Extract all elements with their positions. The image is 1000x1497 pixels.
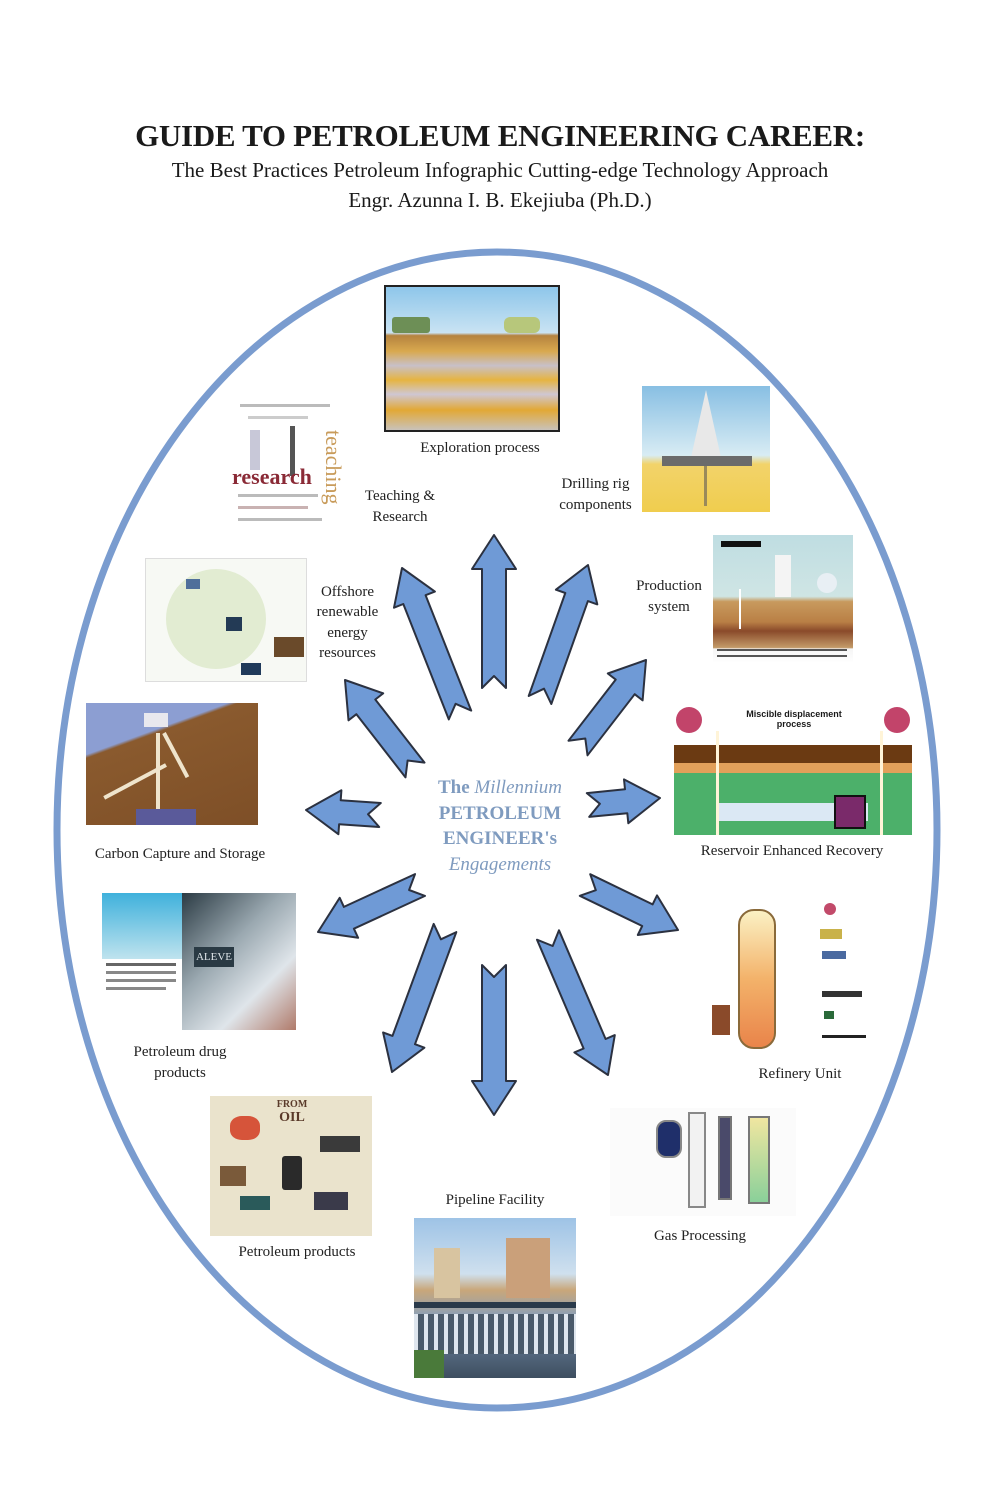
arrow-to-drugs (317, 873, 426, 939)
center-line-1: The Millennium (405, 775, 595, 801)
petroleum-products-label: Petroleum products (238, 1244, 356, 1260)
drug-products-label: Petroleum drug products (110, 1042, 250, 1084)
arrow-to-drilling (527, 564, 599, 705)
label-line: energy (327, 624, 368, 641)
arrow-to-eor (585, 778, 661, 825)
arrow-to-offshore (344, 679, 426, 779)
label-line: system (648, 599, 690, 615)
production-label: Production system (624, 576, 714, 618)
arrow-to-teaching (393, 567, 473, 721)
engagement-ring (53, 248, 941, 1412)
label-line: renewable (316, 604, 379, 621)
arrow-to-pipeline (471, 964, 517, 1116)
derrick-icon (690, 390, 722, 462)
label-line: components (559, 497, 632, 513)
center-line-3: ENGINEER's (442, 828, 558, 850)
offshore-label: Offshore renewable energy resources (305, 582, 390, 663)
carbon-capture-image (86, 703, 258, 825)
gas-processing-label: Gas Processing (653, 1228, 747, 1244)
label-line: Petroleum drug (133, 1044, 227, 1060)
refinery-unit-image (712, 895, 884, 1053)
caption-line: FROM (276, 1099, 308, 1110)
aleve-bottle-label: ALEVE (194, 947, 234, 967)
center-title: The Millennium PETROLEUM ENGINEER's Enga… (405, 775, 595, 878)
caption-line: OIL (279, 1109, 305, 1125)
pipeline-facility-image (414, 1218, 576, 1378)
arrow-to-production (567, 659, 647, 757)
eor-label: Reservoir Enhanced Recovery (700, 843, 884, 859)
from-oil-heading: FROM OIL (268, 1099, 316, 1125)
refinery-label: Refinery Unit (758, 1066, 842, 1082)
label-line: Production (636, 578, 702, 594)
ccs-label: Carbon Capture and Storage (94, 846, 266, 862)
drilling-rig-image (642, 386, 770, 512)
label-line: resources (319, 644, 376, 661)
label-line: Research (372, 509, 428, 525)
center-line-2: PETROLEUM (438, 802, 562, 824)
arrow-to-ccs (305, 789, 382, 836)
arrow-group (305, 534, 679, 1116)
label-line: products (154, 1065, 206, 1081)
pump-icon (676, 707, 702, 733)
center-millennium: Millennium (474, 777, 563, 798)
pipeline-label: Pipeline Facility (445, 1192, 545, 1208)
truck-icon (392, 317, 430, 333)
wordcloud-research: research (232, 464, 312, 489)
arrow-to-exploration (471, 534, 517, 689)
arrow-to-drugs-lower (382, 922, 458, 1073)
eor-image-caption: Miscible displacement process (746, 709, 842, 729)
distillation-column-icon (738, 909, 776, 1049)
drug-products-image: ALEVE (102, 893, 296, 1030)
author-line: Engr. Azunna I. B. Ekejiuba (Ph.D.) (348, 188, 652, 212)
page-subtitle: The Best Practices Petroleum Infographic… (171, 158, 829, 182)
petroleum-products-image: FROM OIL (210, 1096, 372, 1236)
teaching-research-label: Teaching & Research (350, 486, 450, 528)
label-line: Teaching & (364, 488, 436, 504)
teaching-wordcloud-image: research teaching (230, 390, 355, 540)
production-system-image (713, 535, 853, 663)
arrow-to-gas (536, 929, 616, 1076)
page-title: GUIDE TO PETROLEUM ENGINEERING CAREER: (135, 118, 865, 153)
exploration-label: Exploration process (420, 440, 540, 456)
offshore-renewable-image (145, 558, 307, 682)
reservoir-eor-image: Miscible displacement process (674, 703, 912, 835)
arrow-to-refinery (578, 873, 679, 936)
exploration-image (384, 285, 560, 432)
wordcloud-teaching: teaching (321, 430, 346, 505)
drilling-label: Drilling rig components (548, 474, 643, 516)
center-the: The (437, 777, 475, 798)
pump-icon (884, 707, 910, 733)
center-line-4: Engagements (448, 853, 552, 875)
truck-icon (504, 317, 540, 333)
gas-processing-image (610, 1108, 796, 1216)
label-line: Offshore (320, 584, 375, 600)
label-line: Drilling rig (561, 476, 630, 492)
